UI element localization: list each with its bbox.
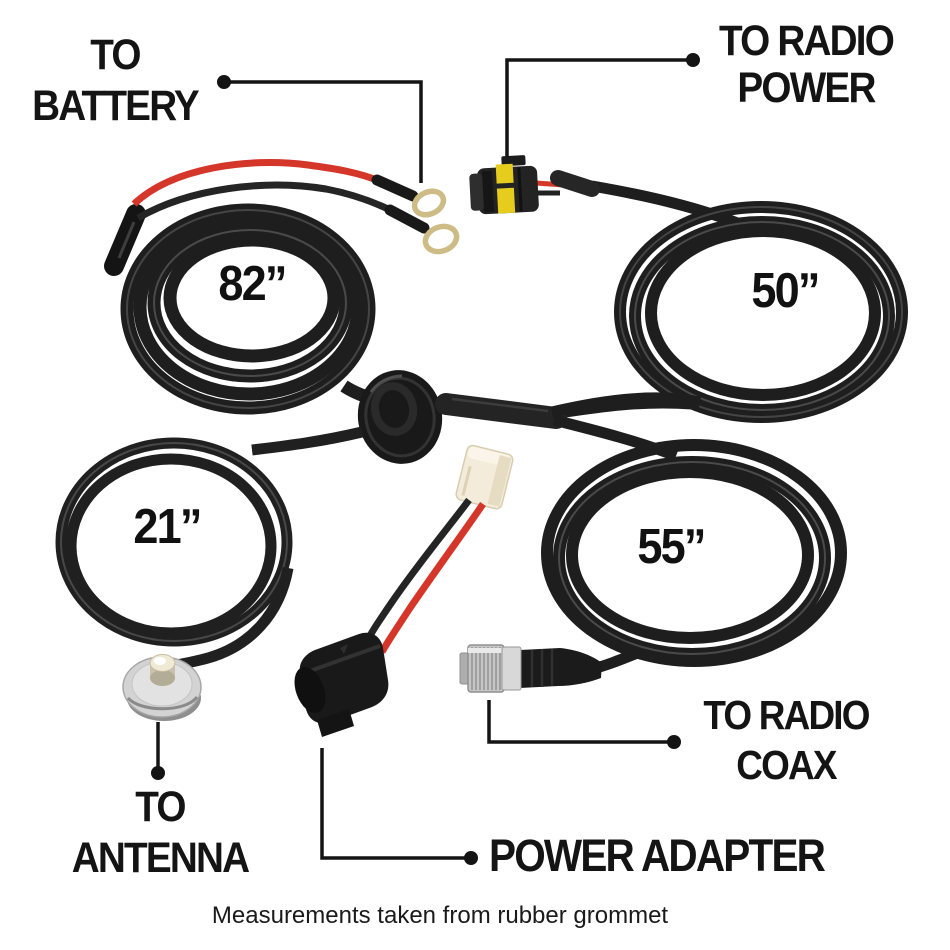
label-power-adapter: POWER ADAPTER — [489, 830, 826, 881]
leader-lines — [151, 53, 700, 865]
rubber-grommet — [357, 370, 443, 464]
label-to-battery: TO BATTERY — [21, 30, 210, 132]
label-to-radio-power-line2: POWER — [737, 64, 876, 112]
label-to-battery-line1: TO — [90, 31, 141, 79]
measurement-footnote: Measurements taken from rubber grommet — [211, 902, 669, 929]
antenna-mount — [122, 654, 202, 721]
antenna-cable-length: 21” — [133, 500, 202, 554]
battery-cable-length: 82” — [218, 257, 287, 311]
label-to-antenna-line2: ANTENNA — [71, 834, 250, 882]
label-to-antenna-line1: TO — [135, 783, 186, 831]
coax-connector — [459, 644, 602, 693]
coax-cable-length: 55” — [637, 520, 706, 574]
battery-wires — [104, 159, 460, 276]
label-to-radio-coax-line2: COAX — [736, 742, 837, 788]
radio-power-cable-length: 50” — [751, 264, 820, 318]
battery-cable-coil — [120, 203, 471, 416]
power-adapter-plug — [294, 632, 389, 737]
label-to-radio-coax-line1: TO RADIO — [703, 692, 870, 738]
leader-power-adapter — [320, 748, 478, 865]
ring-terminals — [411, 188, 460, 255]
radio-power-connector — [469, 155, 600, 215]
label-to-radio-power-line1: TO RADIO — [718, 17, 895, 65]
leader-radio-coax — [487, 700, 681, 749]
label-to-antenna: TO ANTENNA — [65, 782, 256, 884]
leader-battery — [217, 75, 423, 183]
radio-power-cable-coil — [551, 180, 908, 423]
leader-antenna — [151, 722, 165, 780]
leader-radio-power — [505, 53, 700, 157]
label-to-radio-coax: TO RADIO COAX — [689, 690, 883, 790]
power-adapter-pigtail — [294, 444, 514, 737]
molex-connector — [455, 444, 514, 510]
coax-cable-coil — [541, 439, 847, 675]
label-to-battery-line2: BATTERY — [32, 82, 200, 130]
label-to-radio-power: TO RADIO POWER — [711, 18, 902, 112]
